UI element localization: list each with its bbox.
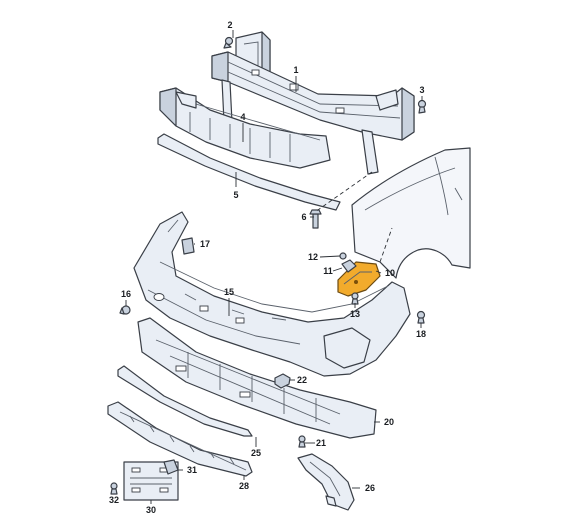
- callout-26: 26: [365, 483, 375, 493]
- part-1-crossmember: [211, 51, 415, 175]
- callout-30: 30: [146, 505, 156, 515]
- part-13-screw: [351, 292, 359, 305]
- part-5-strip: [157, 133, 341, 211]
- callout-11: 11: [323, 266, 333, 276]
- fender-outline: [351, 147, 471, 279]
- part-28-lower-spoiler: [107, 401, 253, 477]
- part-17-clip: [181, 237, 195, 255]
- part-6-pin: [309, 209, 322, 229]
- leader-lines: [125, 30, 423, 504]
- part-32-screw: [110, 482, 118, 495]
- part-26-side-grille: [297, 453, 355, 511]
- callout-13: 13: [350, 309, 360, 319]
- part-16-bolt: [119, 305, 131, 315]
- part-25-trim-strip: [117, 365, 253, 437]
- callout-10: 10: [385, 268, 395, 278]
- part-11-clip: [341, 259, 357, 273]
- callout-21: 21: [316, 438, 326, 448]
- callout-25: 25: [251, 448, 261, 458]
- callout-22: 22: [297, 375, 307, 385]
- callout-20: 20: [384, 417, 394, 427]
- callout-6: 6: [301, 212, 306, 222]
- part-22-nut: [274, 373, 291, 389]
- callout-3: 3: [419, 85, 424, 95]
- callout-labels: 2 1 3 4 5 6 10 11 12 13 15 16 17 18 20 2…: [109, 20, 426, 515]
- callout-17: 17: [200, 239, 210, 249]
- callout-31: 31: [187, 465, 197, 475]
- part-30-plate-bracket: [123, 461, 179, 501]
- part-15-bumper-cover: [133, 211, 411, 377]
- callout-5: 5: [233, 190, 238, 200]
- part-3-screw: [417, 99, 427, 114]
- callout-12: 12: [308, 252, 318, 262]
- callout-1: 1: [293, 65, 298, 75]
- callout-32: 32: [109, 495, 119, 505]
- callout-2: 2: [227, 20, 232, 30]
- callout-28: 28: [239, 481, 249, 491]
- callout-18: 18: [416, 329, 426, 339]
- part-12-screw: [339, 252, 347, 260]
- callout-16: 16: [121, 289, 131, 299]
- part-18-screw: [416, 310, 426, 324]
- part-21-screw: [298, 435, 306, 448]
- callout-4: 4: [240, 112, 245, 122]
- part-4-absorber: [159, 87, 331, 169]
- callout-15: 15: [224, 287, 234, 297]
